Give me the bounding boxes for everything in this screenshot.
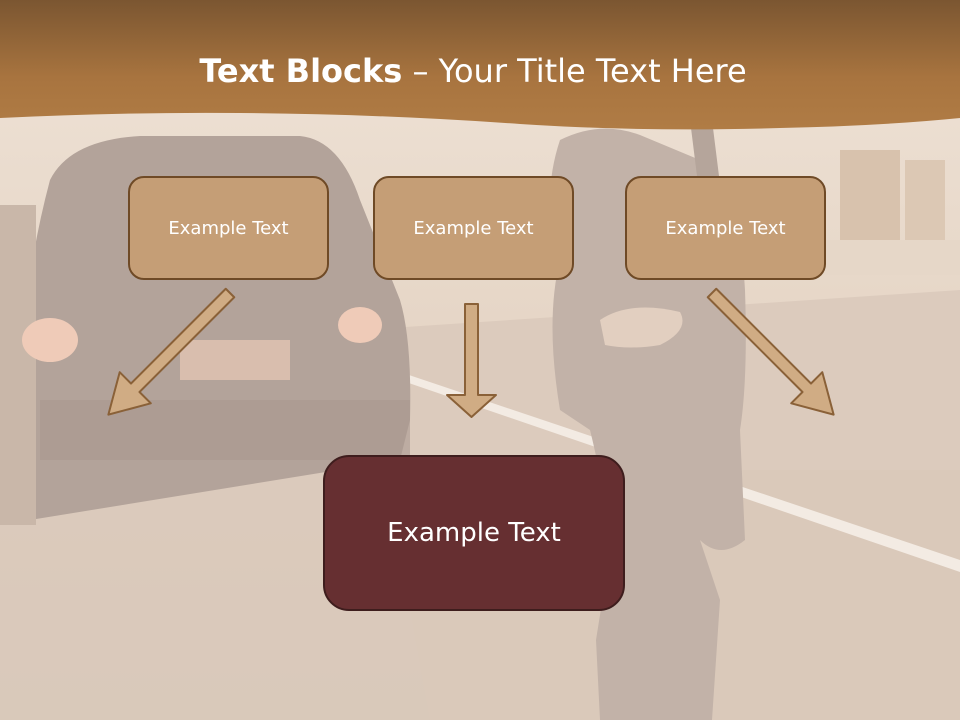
text-block-3-label: Example Text bbox=[665, 217, 786, 239]
text-block-1[interactable]: Example Text bbox=[128, 176, 329, 280]
text-block-2[interactable]: Example Text bbox=[373, 176, 574, 280]
arrow-center bbox=[446, 303, 497, 418]
title-bold: Text Blocks bbox=[199, 52, 403, 90]
arrow-right bbox=[706, 287, 835, 416]
arrow-left bbox=[107, 287, 236, 416]
target-block-label: Example Text bbox=[387, 518, 561, 548]
car-silhouette bbox=[0, 136, 411, 525]
slide-title: Text Blocks – Your Title Text Here bbox=[0, 52, 946, 90]
text-block-3[interactable]: Example Text bbox=[625, 176, 826, 280]
title-rest: Your Title Text Here bbox=[438, 52, 747, 90]
header-band bbox=[0, 0, 960, 130]
text-block-2-label: Example Text bbox=[413, 217, 534, 239]
text-block-1-label: Example Text bbox=[168, 217, 289, 239]
title-dash: – bbox=[402, 52, 439, 90]
target-block[interactable]: Example Text bbox=[323, 455, 625, 611]
